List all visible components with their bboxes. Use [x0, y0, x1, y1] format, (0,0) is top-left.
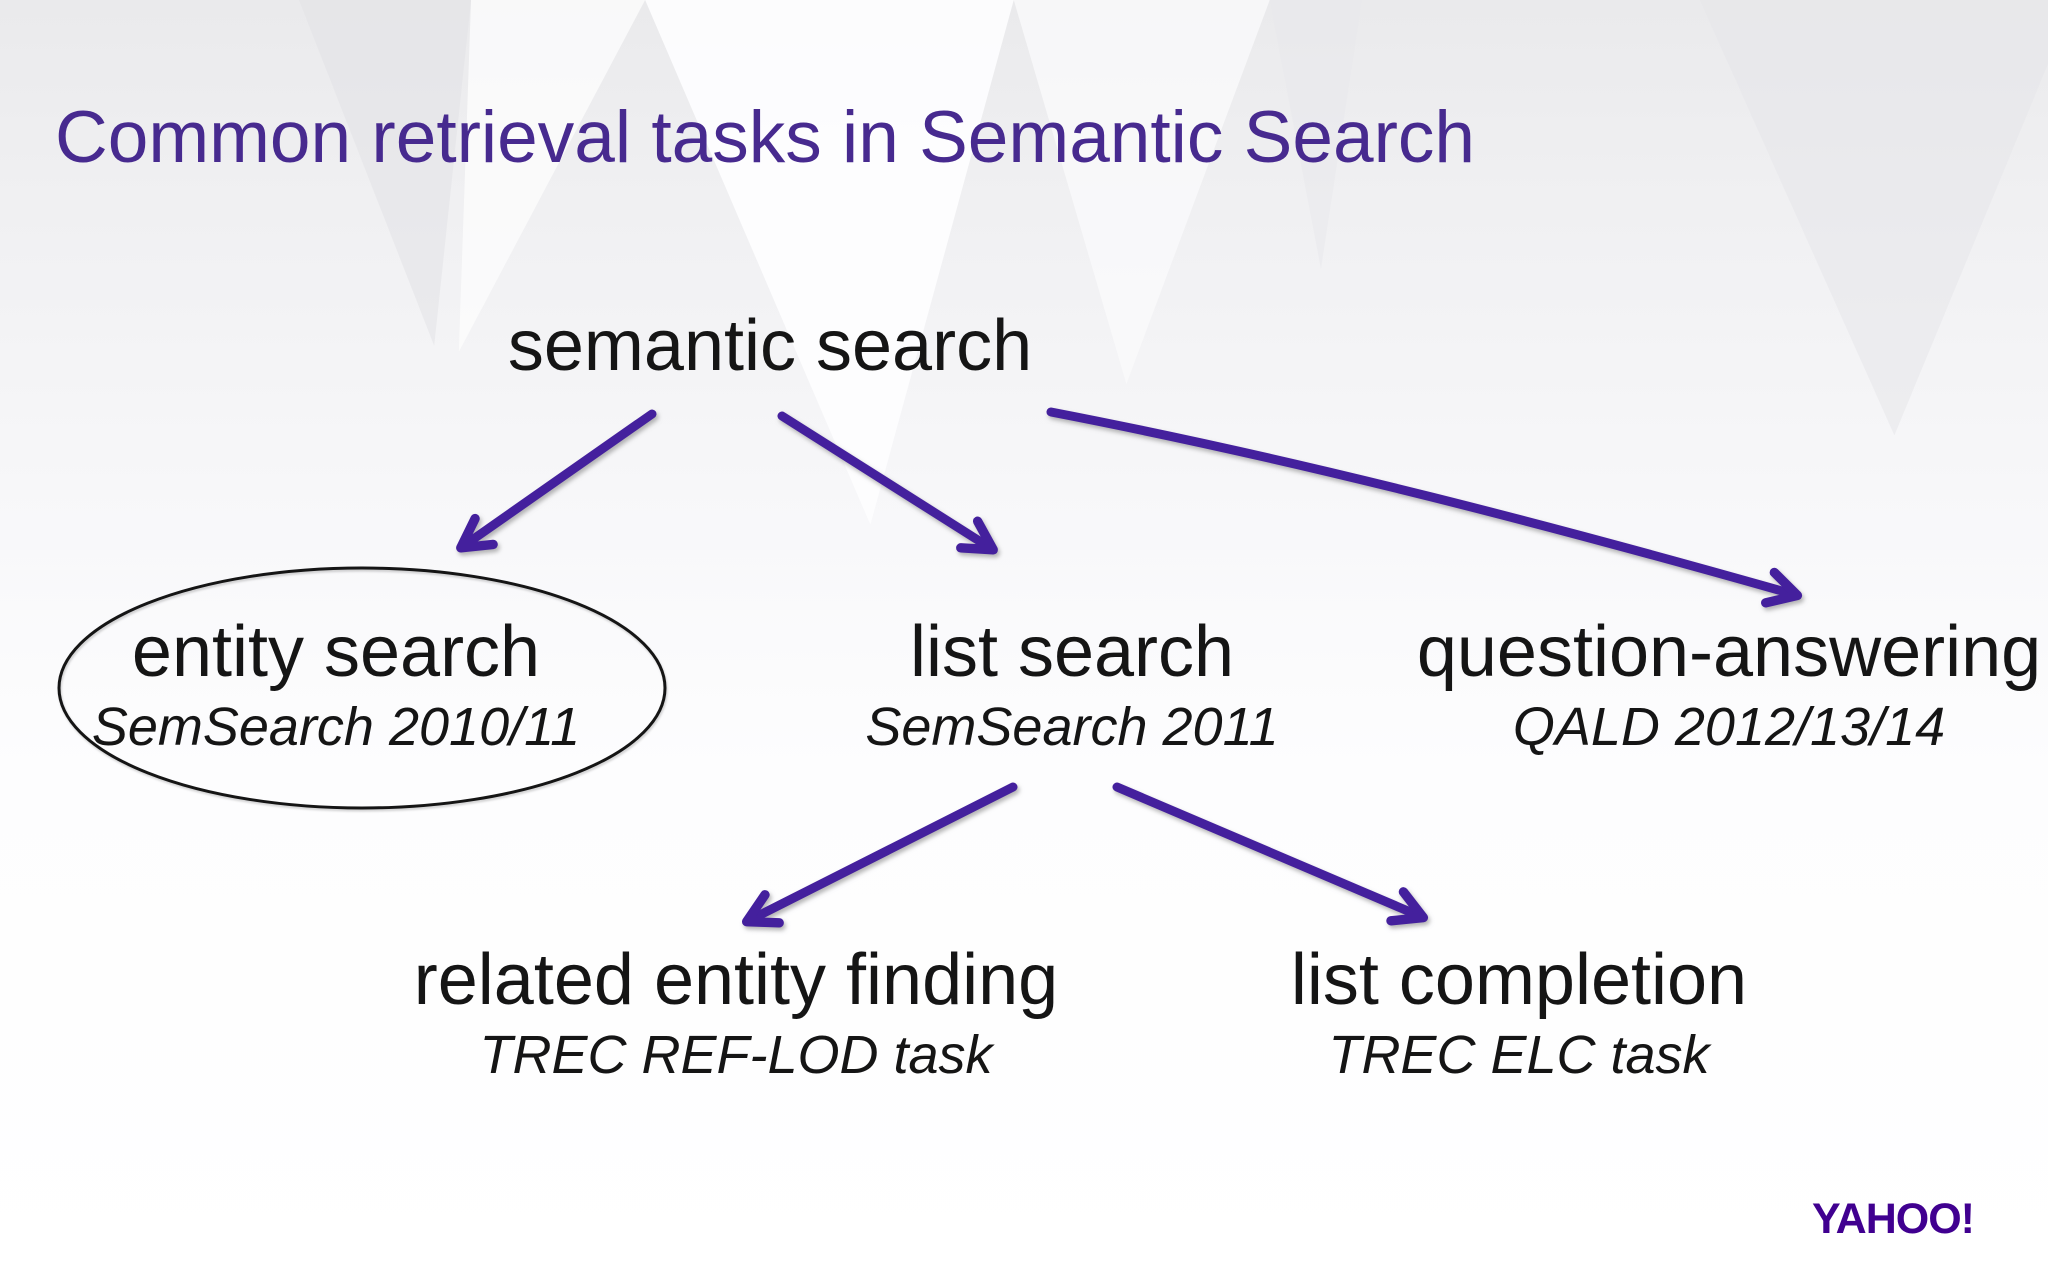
node-label: question-answering	[1416, 612, 2042, 692]
yahoo-logo: YAHOO!	[1811, 1195, 1975, 1243]
node-sublabel: TREC ELC task	[1328, 1025, 1710, 1085]
node-label: entity search	[131, 612, 541, 692]
node-label: related entity finding	[413, 940, 1059, 1020]
node-sublabel: QALD 2012/13/14	[1512, 697, 1946, 757]
node-semantic-search: semantic search	[508, 310, 1032, 382]
node-question-answering: question-answering QALD 2012/13/14	[1417, 616, 2041, 758]
node-entity-search: entity search SemSearch 2010/11	[92, 616, 580, 758]
node-list-completion: list completion TREC ELC task	[1291, 944, 1747, 1086]
arrow-semantic-to-list	[777, 411, 998, 555]
node-sublabel: SemSearch 2010/11	[91, 697, 581, 757]
node-label: list search	[909, 612, 1235, 692]
node-list-search: list search SemSearch 2011	[865, 616, 1278, 758]
slide-title: Common retrieval tasks in Semantic Searc…	[55, 97, 1475, 178]
arrow-semantic-to-entity	[456, 409, 657, 553]
node-sublabel: SemSearch 2011	[865, 697, 1279, 757]
arrow-semantic-to-qa	[1046, 407, 1803, 608]
node-label: semantic search	[507, 306, 1033, 386]
arrow-list-to-ref	[741, 782, 1018, 928]
arrow-list-to-completion	[1112, 782, 1429, 926]
node-related-entity-finding: related entity finding TREC REF-LOD task	[414, 944, 1058, 1086]
node-sublabel: TREC REF-LOD task	[479, 1025, 993, 1085]
node-label: list completion	[1290, 940, 1748, 1020]
